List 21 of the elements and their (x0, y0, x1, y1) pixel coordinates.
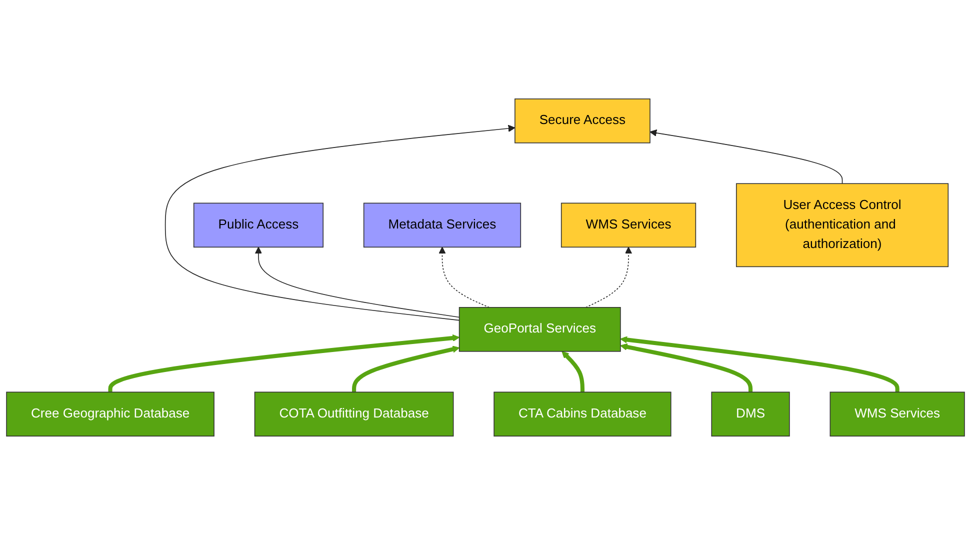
arrow (650, 129, 843, 184)
node-box: WMS Services (560, 202, 696, 248)
node-box: WMS Services (830, 392, 965, 436)
arrow (352, 346, 460, 392)
arrow (108, 334, 460, 392)
arrow (164, 124, 516, 321)
arrow (586, 246, 632, 308)
node-box: Secure Access (514, 98, 650, 144)
arrow (620, 336, 900, 392)
node-box: User Access Control (authentication and authorization) (736, 183, 949, 268)
node-box: COTA Outfitting Database (254, 392, 454, 436)
arrow (620, 343, 753, 392)
node-box: CTA Cabins Database (494, 392, 672, 436)
node-box: Cree Geographic Database (6, 392, 214, 436)
node-box: Metadata Services (363, 202, 522, 248)
node-box: Public Access (193, 202, 324, 248)
arrow (254, 246, 460, 318)
node-box: DMS (711, 392, 790, 436)
arrow (562, 351, 584, 392)
node-box: GeoPortal Services (458, 307, 621, 352)
arrow (438, 246, 490, 308)
